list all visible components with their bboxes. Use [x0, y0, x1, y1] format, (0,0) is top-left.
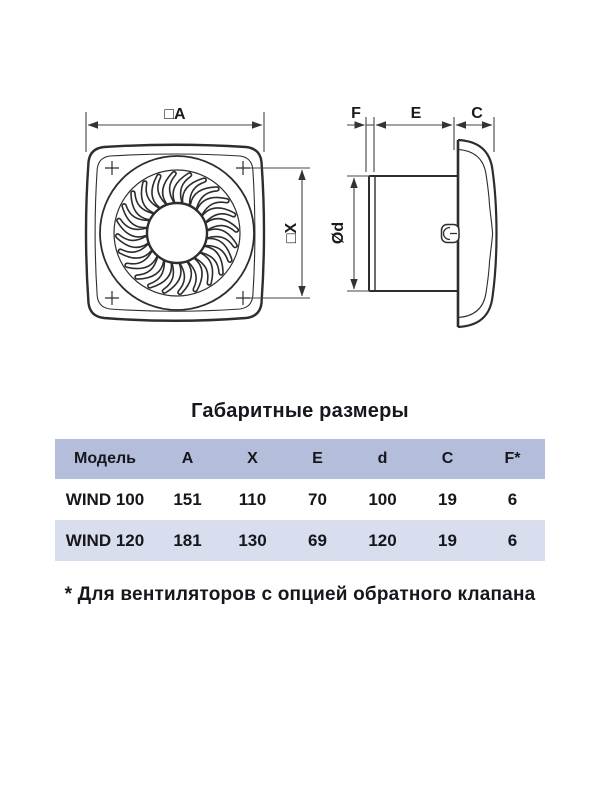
dim-e-label: E — [411, 105, 422, 122]
section-title: Габаритные размеры — [191, 400, 409, 422]
col-header-e: E — [312, 450, 323, 467]
dimensions-table: Модель A X E d C F* WIND 100 151 110 70 … — [55, 439, 545, 561]
value-f: 6 — [507, 530, 518, 550]
value-e: 70 — [308, 489, 327, 509]
value-x: 130 — [238, 530, 267, 550]
col-header-c: C — [441, 450, 454, 467]
table-row: WIND 100 151 110 70 100 19 6 — [55, 479, 545, 520]
table-row: WIND 120 181 130 69 120 19 6 — [55, 520, 545, 561]
dim-x-label: □X — [283, 223, 300, 244]
dimension-a — [85, 112, 265, 152]
col-header-a: A — [181, 450, 194, 467]
dim-a-label: □A — [164, 106, 186, 123]
col-header-d: d — [377, 450, 388, 467]
value-c: 19 — [438, 489, 457, 509]
dim-c-label: C — [471, 105, 483, 122]
dimension-drawings: □A □X F E C — [0, 0, 600, 360]
col-header-x: X — [247, 450, 258, 467]
fan-technical-drawing: □A □X F E C — [84, 105, 498, 329]
dimension-fec — [347, 117, 495, 172]
latch-clip — [440, 223, 460, 244]
value-c: 19 — [438, 530, 457, 550]
model-name: WIND 120 — [65, 530, 145, 550]
value-a: 151 — [173, 489, 202, 509]
col-header-f: F* — [504, 450, 521, 467]
dimension-x — [250, 167, 310, 299]
col-header-model: Модель — [74, 450, 136, 467]
value-a: 181 — [173, 530, 202, 550]
footnote: * Для вентиляторов с опцией обратного кл… — [64, 584, 536, 605]
value-f: 6 — [507, 489, 518, 509]
fan-front-view-drawing — [84, 143, 266, 322]
fan-side-view-drawing — [368, 138, 498, 329]
table-header-row: Модель A X E d C F* — [55, 439, 545, 479]
dim-diameter-label: Ød — [330, 222, 347, 244]
value-x: 110 — [238, 489, 267, 509]
value-d: 120 — [368, 530, 397, 550]
value-e: 69 — [308, 530, 327, 550]
dimension-d — [347, 175, 371, 292]
model-name: WIND 100 — [65, 489, 145, 509]
dim-f-label: F — [351, 105, 361, 122]
screw-cross-marks — [105, 161, 250, 305]
value-d: 100 — [368, 489, 397, 509]
